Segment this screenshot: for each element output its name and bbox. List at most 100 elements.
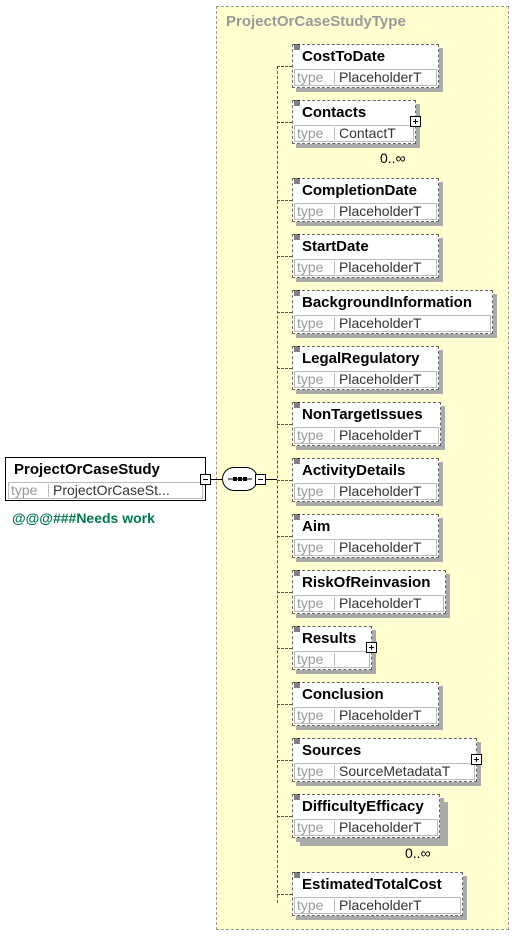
element-difficultyefficacy[interactable]: DifficultyEfficacy type PlaceholderT — [292, 794, 440, 838]
documentation-icon — [294, 872, 300, 878]
element-type-row: type — [294, 651, 370, 668]
type-key: type — [297, 651, 324, 667]
element-name: Contacts — [302, 104, 367, 121]
connector-line — [277, 122, 292, 123]
type-separator — [334, 899, 335, 912]
type-separator — [48, 484, 49, 497]
type-key: type — [297, 371, 324, 387]
element-type-row: type PlaceholderT — [294, 371, 437, 388]
element-estimatedtotalcost[interactable]: EstimatedTotalCost type PlaceholderT — [292, 872, 463, 916]
documentation-icon — [294, 44, 300, 50]
type-separator — [334, 709, 335, 722]
type-value: ContactT — [339, 125, 396, 141]
type-key: type — [297, 203, 324, 219]
type-value: PlaceholderT — [339, 819, 422, 835]
type-key: type — [297, 125, 324, 141]
element-name: CostToDate — [302, 48, 386, 65]
documentation-icon — [294, 458, 300, 464]
type-separator — [334, 205, 335, 218]
documentation-icon — [294, 234, 300, 240]
type-key: type — [297, 897, 324, 913]
element-name: EstimatedTotalCost — [302, 876, 442, 893]
connector-line — [277, 368, 292, 369]
documentation-icon — [294, 290, 300, 296]
occurrence-label: 0..∞ — [405, 845, 431, 861]
sequence-collapse-icon[interactable] — [255, 474, 266, 485]
type-key: type — [297, 427, 324, 443]
element-contacts[interactable]: Contacts type ContactT — [292, 100, 416, 144]
complex-type-title: ProjectOrCaseStudyType — [226, 13, 406, 30]
element-type-row: type PlaceholderT — [294, 897, 461, 914]
type-value: PlaceholderT — [339, 371, 422, 387]
connector-line — [277, 424, 292, 425]
type-value: PlaceholderT — [339, 707, 422, 723]
type-separator — [334, 317, 335, 330]
element-name: LegalRegulatory — [302, 350, 420, 367]
documentation-icon — [294, 794, 300, 800]
connector-line — [277, 592, 292, 593]
type-separator — [334, 373, 335, 386]
connector-line — [277, 256, 292, 257]
sequence-compositor[interactable] — [222, 467, 258, 491]
type-key: type — [11, 482, 38, 498]
documentation-icon — [294, 626, 300, 632]
documentation-icon — [294, 178, 300, 184]
type-value: PlaceholderT — [339, 897, 422, 913]
type-separator — [334, 127, 335, 140]
element-name: BackgroundInformation — [302, 294, 473, 311]
expand-icon[interactable] — [410, 116, 421, 127]
element-name: RiskOfReinvasion — [302, 574, 431, 591]
type-key: type — [297, 69, 324, 85]
element-name: Aim — [302, 518, 331, 535]
collapse-icon[interactable] — [200, 474, 211, 485]
connector-line — [277, 648, 292, 649]
connector-line — [277, 536, 292, 537]
type-key: type — [297, 819, 324, 835]
type-key: type — [297, 259, 324, 275]
element-name: DifficultyEfficacy — [302, 798, 424, 815]
type-separator — [334, 429, 335, 442]
connector-line — [277, 704, 292, 705]
type-key: type — [297, 595, 324, 611]
element-legalregulatory[interactable]: LegalRegulatory type PlaceholderT — [292, 346, 439, 390]
connector-line — [266, 479, 277, 480]
expand-icon[interactable] — [366, 642, 377, 653]
type-separator — [334, 821, 335, 834]
expand-icon[interactable] — [471, 754, 482, 765]
type-value: PlaceholderT — [339, 315, 422, 331]
documentation-icon — [294, 738, 300, 744]
element-aim[interactable]: Aim type PlaceholderT — [292, 514, 439, 558]
type-value: PlaceholderT — [339, 539, 422, 555]
connector-line — [277, 480, 292, 481]
connector-line — [277, 200, 292, 201]
documentation-icon — [294, 346, 300, 352]
type-value: SourceMetadataT — [339, 763, 451, 779]
connector-line — [277, 894, 292, 895]
documentation-icon — [294, 100, 300, 106]
type-key: type — [297, 707, 324, 723]
type-separator — [334, 541, 335, 554]
documentation-icon — [294, 514, 300, 520]
element-name: CompletionDate — [302, 182, 418, 199]
type-separator — [334, 485, 335, 498]
element-name: NonTargetIssues — [302, 406, 423, 423]
root-element[interactable]: ProjectOrCaseStudy type ProjectOrCaseSt.… — [5, 457, 206, 501]
type-key: type — [297, 539, 324, 555]
